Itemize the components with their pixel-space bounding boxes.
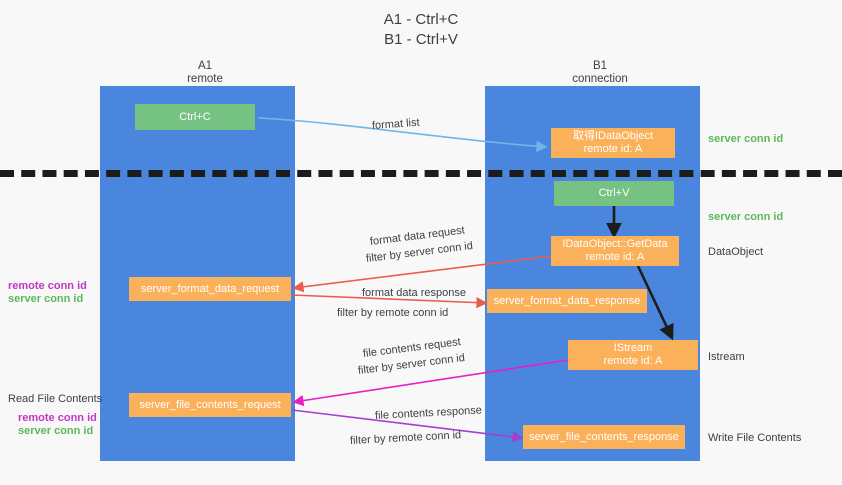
left-label-remote-conn-id-2: remote conn id: [18, 412, 97, 424]
box-server-file-contents-request[interactable]: server_file_contents_request: [129, 393, 291, 417]
box-ctrl-c[interactable]: Ctrl+C: [135, 104, 255, 130]
edge-label-format-data-response: format data response: [362, 287, 466, 299]
column-header-b1: B1 connection: [520, 60, 680, 86]
box-ctrl-c-label: Ctrl+C: [179, 110, 211, 123]
box-server-format-data-request[interactable]: server_format_data_request: [129, 277, 291, 301]
box-idataobject-line1: 取得IDataObject: [572, 130, 654, 142]
edge-label-file-contents-response: file contents response: [374, 404, 483, 422]
box-idataobject-line2: remote id: A: [583, 143, 643, 155]
column-b1-name: B1: [592, 60, 608, 72]
diagram-title: A1 - Ctrl+C B1 - Ctrl+V: [0, 10, 842, 50]
phase-divider: [0, 170, 842, 177]
edge-label-format-data-response-filter: filter by remote conn id: [337, 306, 448, 320]
left-label-server-conn-id-2: server conn id: [18, 425, 94, 437]
box-istream-line2: remote id: A: [603, 355, 663, 367]
left-label-read-file-contents: Read File Contents: [8, 393, 103, 405]
box-server-file-contents-request-label: server_file_contents_request: [139, 398, 281, 411]
edge-label-format-list: format list: [371, 116, 420, 132]
box-getdata-line1: IDataObject::GetData: [562, 238, 668, 250]
column-header-a1: A1 remote: [130, 60, 280, 86]
title-line-1: A1 - Ctrl+C: [383, 11, 459, 28]
box-server-file-contents-response[interactable]: server_file_contents_response: [523, 425, 685, 449]
right-label-server-conn-id-mid: server conn id: [708, 211, 784, 223]
right-label-istream: Istream: [708, 351, 745, 363]
title-line-2: B1 - Ctrl+V: [384, 31, 458, 48]
filter-value-remote-conn-id: remote conn id: [388, 429, 462, 445]
box-server-format-data-response[interactable]: server_format_data_response: [487, 289, 647, 313]
filter-prefix: filter by: [357, 360, 397, 377]
filter-prefix: filter by: [337, 307, 376, 319]
right-label-server-conn-id-top: server conn id: [708, 133, 784, 145]
box-server-format-data-response-label: server_format_data_response: [493, 294, 641, 307]
column-a1-sub: remote: [187, 73, 223, 85]
box-istream-line1: IStream: [613, 342, 653, 354]
right-label-dataobject: DataObject: [708, 246, 764, 258]
filter-prefix: filter by: [365, 248, 405, 265]
filter-prefix: filter by: [349, 432, 389, 447]
box-server-format-data-request-label: server_format_data_request: [140, 282, 280, 295]
right-label-write-file-contents: Write File Contents: [708, 432, 802, 444]
box-ctrl-v-label: Ctrl+V: [598, 187, 630, 199]
box-istream[interactable]: IStream remote id: A: [568, 340, 698, 370]
box-server-file-contents-response-label: server_file_contents_response: [529, 430, 679, 443]
column-a1-name: A1: [197, 60, 213, 72]
left-label-server-conn-id-1: server conn id: [8, 293, 84, 305]
column-b1-sub: connection: [572, 73, 628, 85]
filter-value-remote-conn-id: remote conn id: [375, 307, 449, 319]
left-label-remote-conn-id-1: remote conn id: [8, 280, 87, 292]
box-ctrl-v[interactable]: Ctrl+V: [554, 181, 674, 206]
edge-label-file-contents-response-filter: filter by remote conn id: [350, 428, 462, 448]
box-getdata-line2: remote id: A: [585, 251, 645, 263]
box-getdata[interactable]: IDataObject::GetData remote id: A: [551, 236, 679, 266]
box-idataobject[interactable]: 取得IDataObject remote id: A: [551, 128, 675, 158]
